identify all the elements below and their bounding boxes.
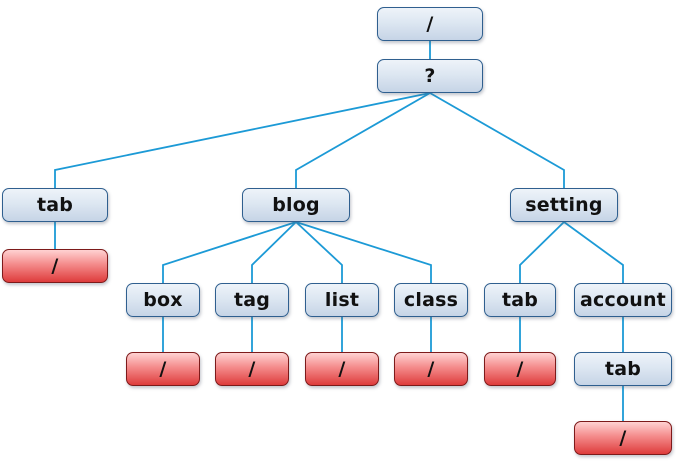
edge-query-to-blog [295, 92, 431, 188]
edge-blog-to-tag [251, 221, 297, 283]
edge-blog-to-class [295, 221, 432, 283]
endpoint-node-slash: / [484, 352, 556, 386]
route-node-tab: tab [2, 188, 108, 222]
endpoint-node-slash: / [305, 352, 379, 386]
endpoint-node-slash: / [215, 352, 289, 386]
route-node-account: account [574, 283, 672, 317]
edge-setting-to-account [563, 221, 624, 283]
route-node-tab: tab [484, 283, 556, 317]
route-node-query: ? [377, 59, 483, 93]
route-node-list: list [305, 283, 379, 317]
edge-blog-to-box [162, 221, 297, 283]
route-node-class: class [394, 283, 468, 317]
route-node-box: box [126, 283, 200, 317]
route-node-blog: blog [242, 188, 350, 222]
route-node-tag: tag [215, 283, 289, 317]
endpoint-node-slash: / [574, 421, 672, 455]
edge-blog-to-list [295, 221, 343, 283]
endpoint-node-slash: / [394, 352, 468, 386]
endpoint-node-slash: / [126, 352, 200, 386]
endpoint-node-slash: / [2, 249, 108, 283]
edge-query-to-setting [429, 92, 565, 188]
route-node-slash: / [377, 7, 483, 41]
route-node-tab: tab [574, 352, 672, 386]
route-node-setting: setting [510, 188, 618, 222]
edge-setting-to-tab [519, 221, 565, 283]
edge-query-to-tab [54, 92, 431, 188]
